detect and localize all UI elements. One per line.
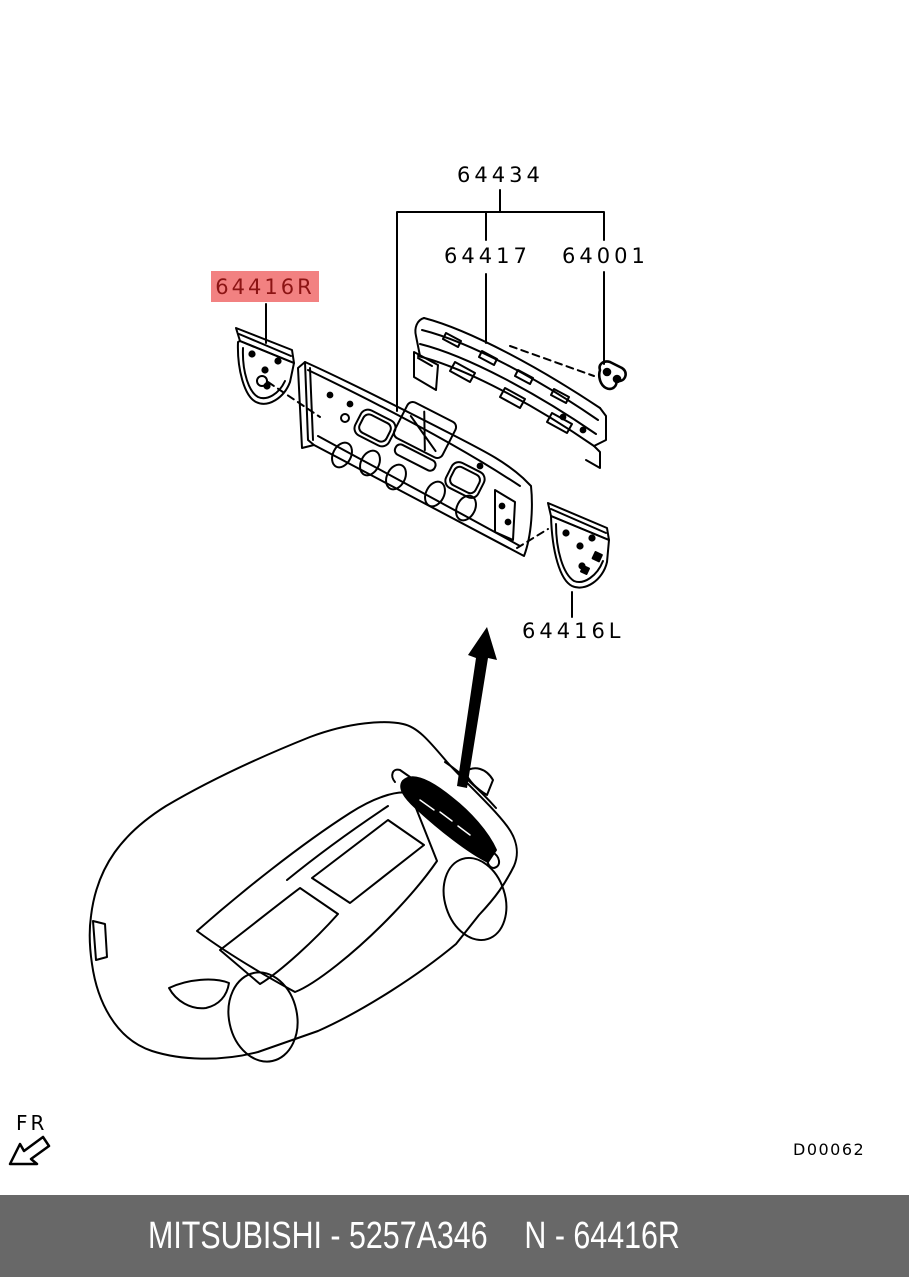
callout-crossmember[interactable]: 64417	[444, 244, 531, 268]
extension-right-drawing	[235, 327, 295, 405]
extension-left-drawing	[547, 502, 610, 589]
footer-brand-part: MITSUBISHI - 5257A346	[148, 1214, 488, 1257]
callout-extension-left[interactable]: 64416L	[522, 619, 625, 643]
fr-direction-label: FR	[16, 1111, 48, 1135]
callout-extension-right-selected[interactable]: 64416R	[211, 271, 319, 302]
callout-clip[interactable]: 64001	[562, 244, 649, 268]
callout-assembly[interactable]: 64434	[457, 163, 544, 187]
footer-bar: MITSUBISHI - 5257A346 N - 64416R	[0, 1195, 909, 1277]
rear-end-panel-drawing	[297, 361, 533, 557]
fr-arrow-icon	[8, 1135, 51, 1166]
drawing-code: D00062	[793, 1140, 866, 1159]
callout-bracket-lines	[265, 189, 605, 618]
parts-diagram	[8, 189, 627, 1166]
car-drawing	[88, 721, 518, 1063]
crossmember-drawing	[413, 317, 607, 469]
location-arrow	[457, 627, 497, 788]
footer-reference: N - 64416R	[524, 1214, 680, 1257]
footer-text: MITSUBISHI - 5257A346 N - 64416R	[148, 1215, 680, 1258]
clip-drawing	[597, 360, 627, 391]
